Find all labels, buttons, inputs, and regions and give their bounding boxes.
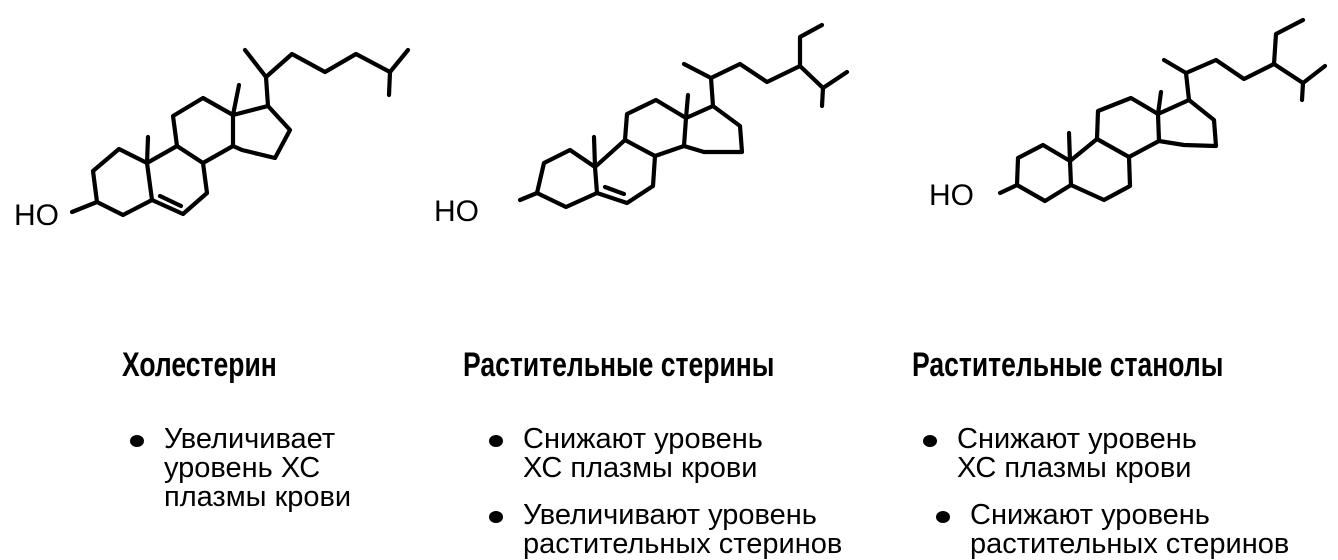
- column-title-plant-sterols: Растительные стерины: [463, 346, 775, 384]
- ring-d: [230, 103, 293, 161]
- ring-b: [1067, 136, 1133, 203]
- bullet-line: растительных стеринов: [970, 528, 1290, 560]
- plant-stanol-structure: [997, 17, 1328, 204]
- bullet-dot: [489, 511, 503, 523]
- ring-a: [1014, 142, 1074, 204]
- hydroxyl-label-2: HO: [434, 195, 479, 228]
- substituents: [69, 47, 411, 215]
- bullet-stanols-2: Снижают уровень растительных стеринов: [936, 499, 1290, 560]
- hydroxyl-label-1: HO: [14, 199, 59, 232]
- column-title-plant-stanols: Растительные станолы: [912, 346, 1224, 384]
- bullet-cholesterol-1: Увеличивает уровень ХС плазмы крови: [130, 423, 352, 513]
- bullet-line: ХС плазмы крови: [957, 452, 1192, 484]
- substituents: [517, 22, 850, 203]
- plant-sterol-structure: [517, 22, 850, 210]
- ring-c: [1094, 95, 1162, 160]
- bullet-dot: [489, 435, 503, 447]
- hydroxyl-label-3: HO: [929, 179, 974, 212]
- ring-b: [592, 137, 658, 206]
- bullet-dot: [130, 435, 144, 447]
- bullet-sterols-2: Увеличивают уровень растительных стерино…: [489, 499, 843, 560]
- ring-b: [144, 143, 210, 217]
- bullet-line: Увеличивает: [164, 423, 336, 455]
- bullet-line: Увеличивают уровень: [523, 499, 817, 531]
- bullet-line: растительных стеринов: [523, 528, 843, 560]
- ring-c: [170, 95, 236, 166]
- cholesterol-structure: [69, 47, 411, 218]
- bullet-dot: [923, 435, 937, 447]
- bullet-line: плазмы крови: [164, 481, 352, 513]
- substituents: [997, 17, 1328, 196]
- column-title-cholesterol: Холестерин: [122, 346, 277, 384]
- bullet-sterols-1: Снижают уровень ХС плазмы крови: [489, 423, 763, 484]
- bullet-line: Снижают уровень: [957, 423, 1197, 455]
- bullet-line: Снижают уровень: [523, 423, 763, 455]
- bullet-line: Снижают уровень: [970, 499, 1210, 531]
- ring-c: [622, 97, 689, 159]
- ring-d: [681, 103, 745, 155]
- bullet-stanols-1: Снижают уровень ХС плазмы крови: [923, 423, 1197, 484]
- bullet-line: уровень ХС: [164, 452, 321, 484]
- ring-d: [1155, 97, 1219, 149]
- bullet-dot: [936, 511, 950, 523]
- bullet-line: ХС плазмы крови: [523, 452, 758, 484]
